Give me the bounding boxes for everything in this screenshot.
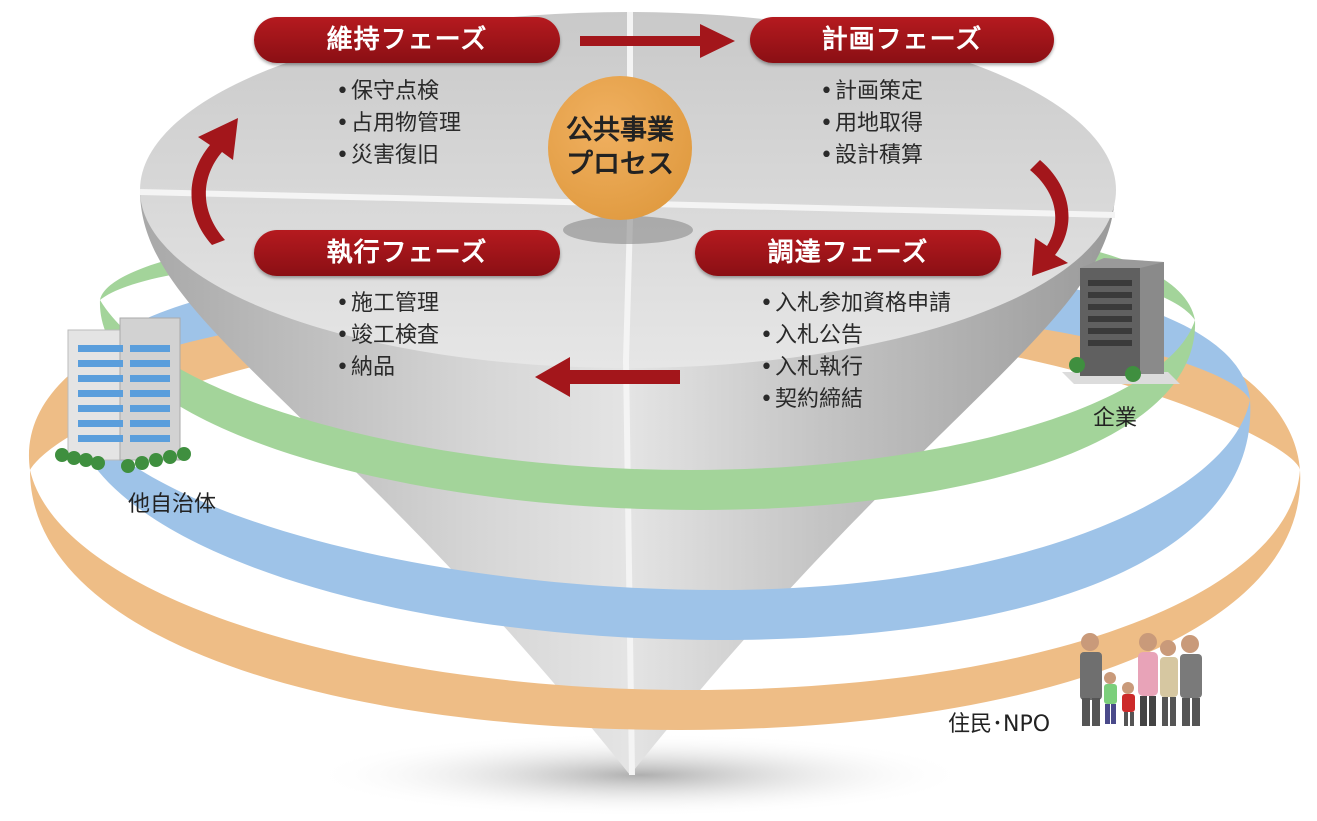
- arrow-procurement-to-execution: [535, 357, 680, 397]
- task-item: 用地取得: [820, 108, 923, 140]
- task-item: 竣工検査: [336, 320, 439, 352]
- procurement-phase-label: 調達フェーズ: [695, 230, 1001, 276]
- task-item: 入札執行: [760, 352, 951, 384]
- execution-task-list: 施工管理 竣工検査 納品: [336, 288, 439, 384]
- ring-orange-front: [30, 470, 1301, 730]
- maintenance-task-list: 保守点検 占用物管理 災害復旧: [336, 76, 461, 172]
- company-label: 企業: [1093, 406, 1138, 431]
- task-item: 計画策定: [820, 76, 923, 108]
- planning-phase-label: 計画フェーズ: [750, 17, 1054, 63]
- center-title-line1: 公共事業: [566, 115, 674, 146]
- family-group-icon: [1080, 633, 1202, 726]
- company-building-icon: [1062, 258, 1180, 384]
- arrow-planning-to-procurement: [1030, 160, 1069, 276]
- center-hole: [563, 216, 693, 244]
- task-item: 納品: [336, 352, 439, 384]
- arrow-execution-to-maintenance: [191, 118, 238, 245]
- office-building-icon: [55, 317, 191, 473]
- task-item: 施工管理: [336, 288, 439, 320]
- task-item: 占用物管理: [336, 108, 461, 140]
- task-item: 災害復旧: [336, 140, 461, 172]
- task-item: 契約締結: [760, 384, 951, 416]
- task-item: 入札参加資格申請: [760, 288, 951, 320]
- ground-shadow: [310, 733, 970, 817]
- execution-phase-label: 執行フェーズ: [254, 230, 560, 276]
- arrow-maintenance-to-planning: [580, 24, 735, 58]
- task-item: 設計積算: [820, 140, 923, 172]
- planning-task-list: 計画策定 用地取得 設計積算: [820, 76, 923, 172]
- center-title-line2: プロセス: [566, 149, 674, 180]
- municipality-label: 他自治体: [128, 492, 217, 517]
- procurement-task-list: 入札参加資格申請 入札公告 入札執行 契約締結: [760, 288, 951, 416]
- task-item: 保守点検: [336, 76, 461, 108]
- public-works-process-circle: 公共事業 プロセス: [548, 76, 692, 220]
- maintenance-phase-label: 維持フェーズ: [254, 17, 560, 63]
- task-item: 入札公告: [760, 320, 951, 352]
- residents-label: 住民･NPO: [948, 712, 1051, 737]
- ring-blue-front: [70, 400, 1251, 640]
- ring-green-front: [99, 300, 1196, 510]
